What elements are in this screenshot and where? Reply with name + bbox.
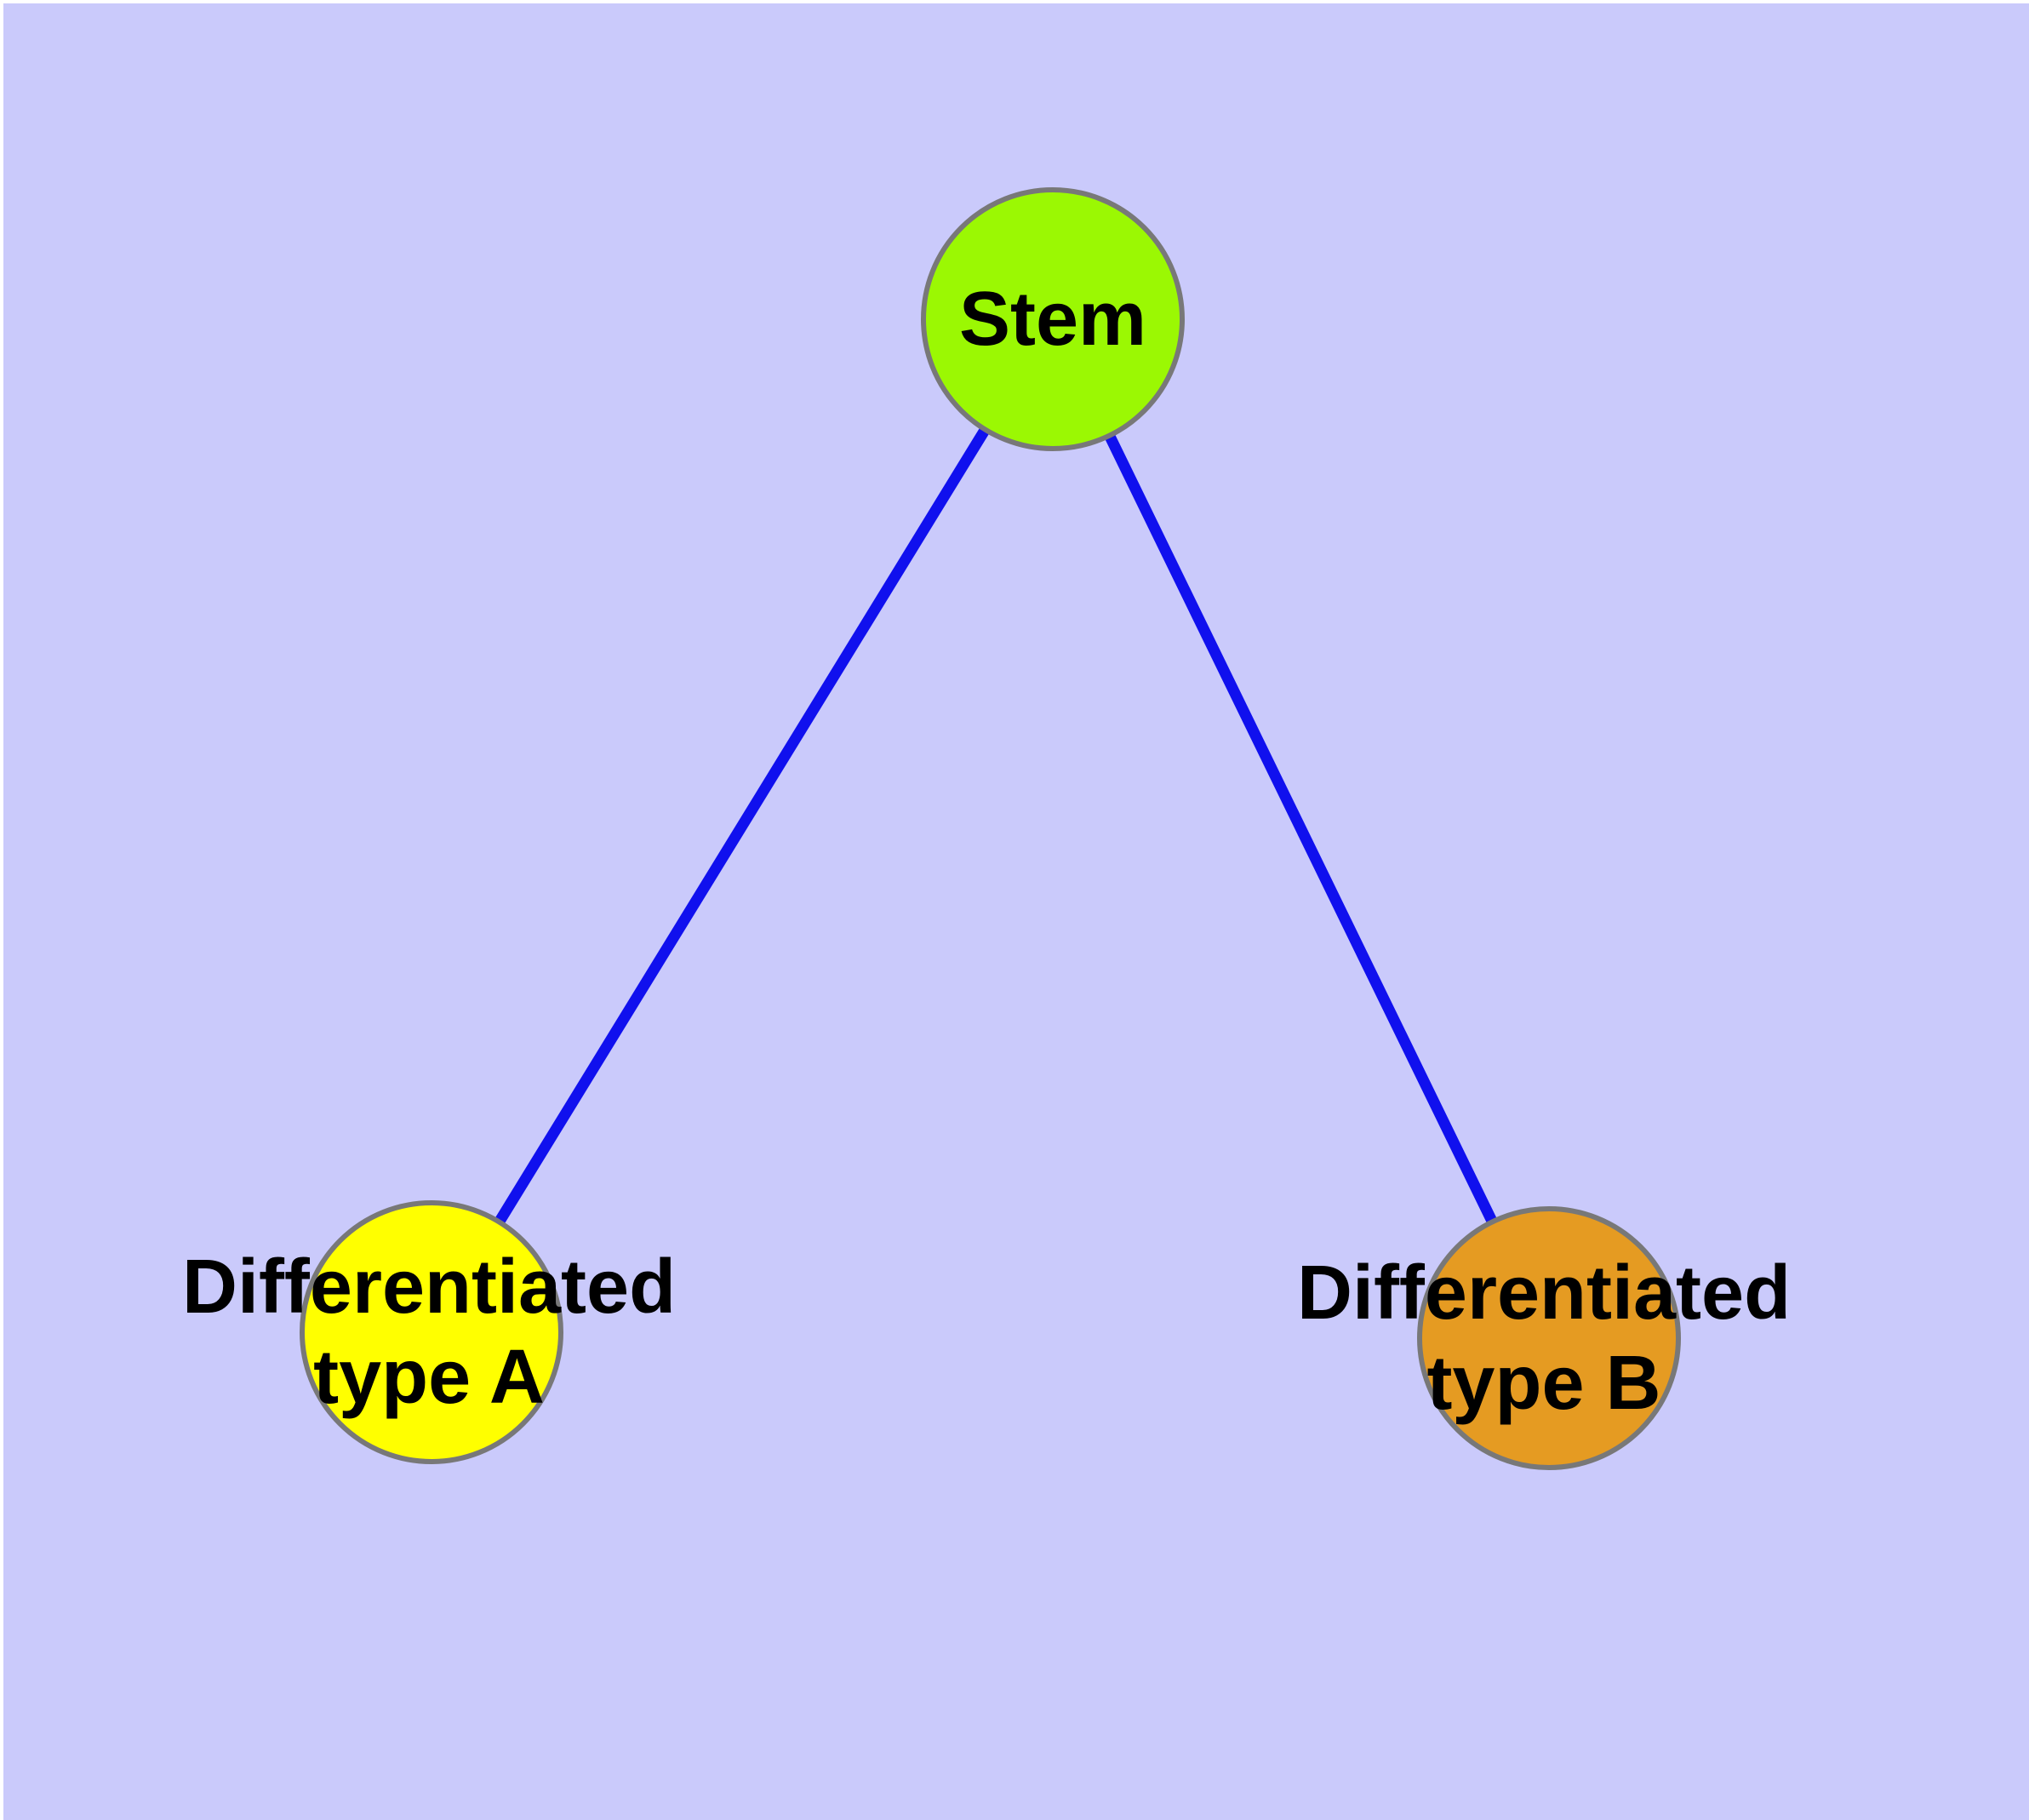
node-differentiated-type-b-label-line1: Differentiated bbox=[1296, 1251, 1792, 1336]
node-differentiated-type-a-label-line2: type A bbox=[313, 1335, 545, 1420]
node-differentiated-type-a bbox=[300, 1200, 563, 1464]
edge-stem-to-type-b bbox=[1048, 317, 1554, 1341]
node-differentiated-type-a-label-line1: Differentiated bbox=[181, 1245, 677, 1330]
edge-stem-to-type-a bbox=[426, 316, 1058, 1336]
node-stem-label: Stem bbox=[958, 277, 1147, 362]
node-stem bbox=[921, 187, 1185, 451]
node-differentiated-type-b bbox=[1417, 1206, 1681, 1470]
node-differentiated-type-b-label-line2: type B bbox=[1426, 1341, 1661, 1426]
node-differentiated-type-b-label: Differentiated type B bbox=[1297, 1248, 1791, 1428]
node-differentiated-type-a-label: Differentiated type A bbox=[182, 1242, 676, 1422]
